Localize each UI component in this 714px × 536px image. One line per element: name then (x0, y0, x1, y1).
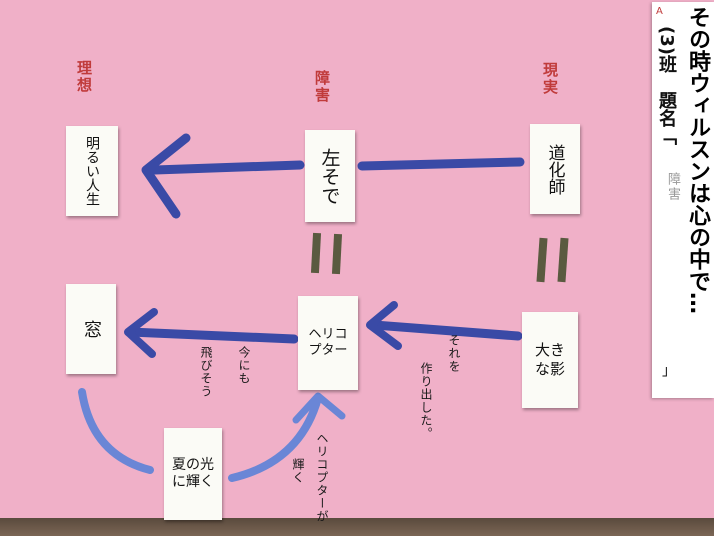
card-clown: 道化師 (530, 124, 580, 214)
title-group-label: 班 (656, 54, 677, 73)
arc-window-to-summer (78, 388, 154, 474)
title-strip (652, 2, 714, 398)
card-summer-light: 夏の光に輝く (164, 428, 222, 520)
equals-bar-right-1 (536, 237, 548, 283)
title-theme-label: 題名「 (656, 90, 677, 145)
note-created-1: それを (447, 334, 461, 373)
heading-ideal: 理想 (75, 60, 93, 94)
note-heli-shines-1: ヘリコプターが (315, 432, 329, 523)
pink-poster-board (0, 0, 714, 520)
heading-obstacle: 障害 (313, 70, 331, 104)
title-main: その時ウィルスンは心の中で… (685, 6, 710, 314)
arrow-shadow-to-heli-line (370, 320, 523, 341)
arc-summer-to-heli (228, 394, 322, 482)
title-close-bracket: 」 (662, 363, 676, 379)
title-marker: A (656, 6, 663, 17)
floor-surface (0, 518, 714, 536)
arrow-clown-to-sleeve-line (357, 157, 525, 171)
note-about-to-fly-1: 今にも (237, 346, 251, 385)
equals-bar-left-1 (310, 232, 322, 274)
arrow-shadow-to-heli-head (366, 301, 402, 350)
heading-reality: 現実 (541, 62, 559, 96)
card-helicopter: ヘリコプター (298, 296, 358, 390)
card-bright-life: 明るい人生 (66, 126, 118, 216)
note-heli-shines-2: 輝く (291, 458, 305, 484)
card-left-sleeve: 左そで (305, 130, 355, 222)
arrow-heli-to-window-head (124, 308, 158, 358)
equals-bar-right-2 (557, 237, 569, 283)
title-group: (3)班 題名「 (650, 26, 680, 176)
card-window: 窓 (66, 284, 116, 374)
arrow-sleeve-to-life-head (141, 133, 191, 219)
title-theme-value: 障害 (665, 172, 680, 202)
card-big-shadow: 大きな影 (522, 312, 578, 408)
note-created-2: 作り出した。 (419, 362, 433, 440)
arrow-heli-to-window-line (125, 327, 299, 344)
arc-summer-to-heli-head (292, 392, 346, 424)
note-about-to-fly-2: 飛びそう (199, 346, 213, 398)
equals-bar-left-2 (331, 233, 343, 275)
title-group-number: (3) (656, 26, 677, 55)
arrow-sleeve-to-life-line (150, 160, 305, 175)
